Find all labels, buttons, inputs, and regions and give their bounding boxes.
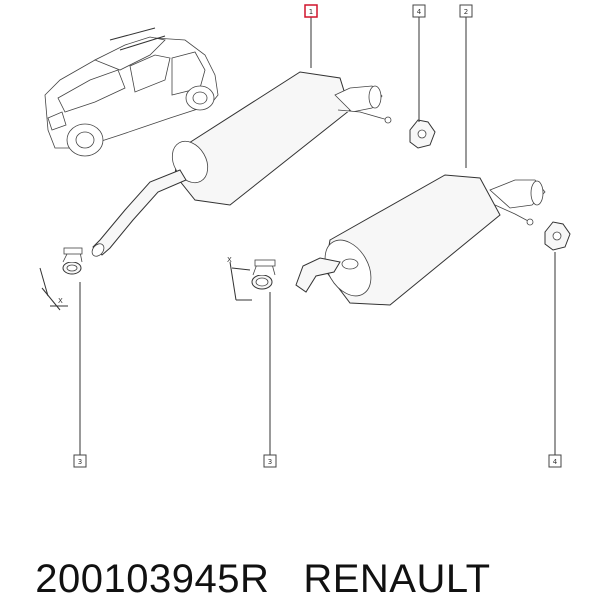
callout-4-top[interactable]: 4 [412, 4, 426, 18]
callout-4-top-label: 4 [417, 8, 422, 16]
rubber-mount-top [409, 119, 436, 149]
exhaust-diagram: X X 1 4 2 3 3 4 [39, 4, 571, 468]
callout-2-label: 2 [464, 8, 468, 16]
callout-3-middle-label: 3 [268, 458, 272, 466]
callout-4-bottom-label: 4 [553, 458, 558, 466]
front-muffler [91, 71, 392, 257]
dimension-marker-left: X [39, 267, 68, 311]
callout-1-label: 1 [309, 8, 313, 16]
rear-muffler [295, 174, 546, 306]
callout-3-left[interactable]: 3 [73, 454, 87, 468]
vehicle-illustration [44, 27, 219, 157]
callout-3-left-label: 3 [78, 458, 82, 466]
brand-name: RENAULT [303, 557, 491, 601]
dimension-marker-middle: X [227, 256, 252, 301]
axis-label-x-middle: X [227, 256, 232, 264]
callout-1[interactable]: 1 [304, 4, 318, 18]
pipe-clamp-middle [251, 259, 276, 290]
part-number: 200103945R [35, 557, 270, 601]
callout-3-middle[interactable]: 3 [263, 454, 277, 468]
pipe-clamp-left [62, 247, 83, 275]
callout-4-bottom[interactable]: 4 [548, 454, 562, 468]
callout-2[interactable]: 2 [459, 4, 473, 18]
rubber-mount-bottom [544, 221, 571, 251]
leader-lines [79, 17, 556, 455]
footer-caption: 200103945R RENAULT [12, 512, 491, 602]
axis-label-x-left: X [58, 297, 63, 305]
